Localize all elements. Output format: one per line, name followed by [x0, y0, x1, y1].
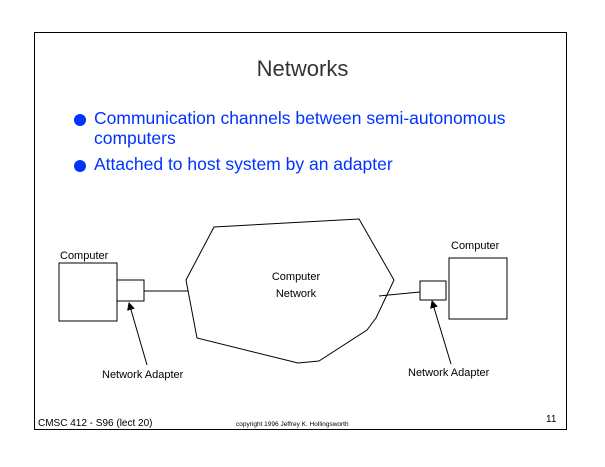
bullet-item-adapter: Attached to host system by an adapter	[74, 154, 554, 174]
right-network-adapter-box	[419, 280, 447, 301]
left-network-adapter-box	[116, 279, 145, 302]
network-label-line2: Network	[276, 288, 317, 300]
network-label-line1: Computer	[272, 271, 321, 283]
slide-title: Networks	[256, 56, 349, 81]
bullet-dot-icon	[74, 114, 86, 126]
left-computer-box	[58, 262, 118, 322]
right-adapter-arrow	[430, 300, 452, 365]
bullet-item-communication: Communication channels between semi-auto…	[74, 108, 554, 148]
left-adapter-label: Network Adapter	[102, 369, 184, 381]
right-computer-label: Computer	[451, 240, 500, 252]
footer-copyright: copyright 1996 Jeffrey K. Hollingsworth	[236, 421, 349, 428]
slide-frame	[34, 32, 567, 430]
left-computer-label: Computer	[60, 250, 109, 262]
network-cloud	[185, 218, 395, 364]
bullet-text: Attached to host system by an adapter	[94, 154, 393, 174]
right-computer-box	[448, 257, 508, 320]
right-connection-line	[378, 291, 421, 297]
bullet-list: Communication channels between semi-auto…	[74, 108, 554, 180]
bullet-text: Communication channels between semi-auto…	[94, 108, 506, 148]
footer-page-number: 11	[546, 414, 557, 425]
bullet-dot-icon	[74, 160, 86, 172]
right-adapter-label: Network Adapter	[408, 367, 490, 379]
footer-course: CMSC 412 - S96 (lect 20)	[38, 418, 153, 430]
left-adapter-arrow	[127, 302, 148, 366]
